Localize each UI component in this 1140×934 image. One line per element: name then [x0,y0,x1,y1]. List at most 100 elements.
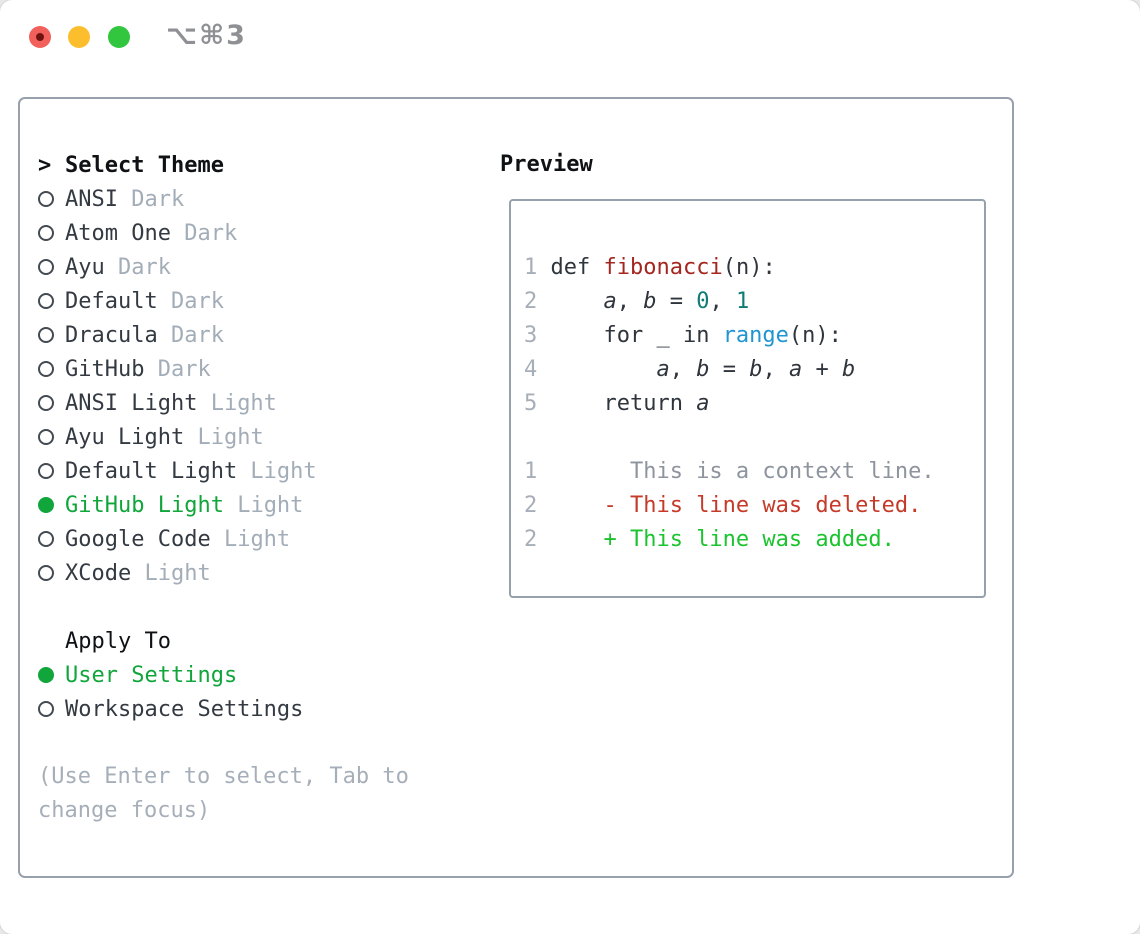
radio-selected-icon [38,667,65,683]
theme-variant-badge: Dark [170,220,238,246]
radio-unselected-icon [38,531,65,547]
code-line: 3 for _ in range(n): [524,319,978,353]
code-line: 5 return a [524,387,978,421]
theme-option-dracula[interactable]: Dracula Dark [38,318,409,352]
preview-heading: Preview [500,152,593,177]
code-segment-k: , [709,289,736,314]
radio-unselected-icon [38,701,65,717]
apply-to-option-label: User Settings [65,662,238,688]
apply-to-header: Apply To [38,624,409,658]
apply-to-option-label: Workspace Settings [65,696,304,722]
theme-option-label: ANSI Light [65,390,198,416]
theme-option-label: Dracula [65,322,158,348]
code-segment-var: b [749,357,763,382]
code-segment-k: = [709,357,750,382]
radio-unselected-icon [38,259,65,275]
theme-option-ayu[interactable]: Ayu Dark [38,250,409,284]
code-segment-num: 0 [696,289,710,314]
code-segment-ln: 2 [524,289,538,314]
theme-variant-badge: Dark [157,288,224,314]
code-segment-k [537,289,603,314]
code-segment-var: b [696,357,710,382]
code-segment-fn: fibonacci [603,255,723,280]
close-button[interactable] [29,26,51,48]
code-segment-ln: 2 [524,493,538,518]
close-dot-icon [36,33,44,41]
code-segment-var: a [656,357,670,382]
theme-option-ayu-light[interactable]: Ayu Light Light [38,420,409,454]
radio-unselected-icon [38,429,65,445]
theme-variant-badge: Light [210,526,291,552]
code-line: 2 a, b = 0, 1 [524,285,978,319]
theme-option-ansi-light[interactable]: ANSI Light Light [38,386,409,420]
theme-option-google-code[interactable]: Google Code Light [38,522,409,556]
code-segment-k: return [537,391,697,416]
code-segment-ln: 3 [524,323,538,348]
theme-variant-badge: Light [197,390,277,416]
radio-circle [38,701,54,717]
code-segment-k: + [802,357,842,382]
apply-to-title: Apply To [65,628,171,654]
code-segment-ln: 4 [524,357,538,382]
code-segment-ln: 2 [524,527,538,552]
radio-unselected-icon [38,463,65,479]
radio-circle [38,429,54,445]
code-segment-k: , [669,357,697,382]
theme-option-label: GitHub Light [65,492,224,518]
radio-unselected-icon [38,191,65,207]
code-segment-ln: 1 [524,255,538,280]
theme-option-label: Google Code [65,526,211,552]
radio-circle [38,463,54,479]
radio-circle [38,565,54,581]
code-line: 1 def fibonacci(n): [524,251,978,285]
radio-circle [38,191,54,207]
code-segment-k: for _ in [537,323,723,348]
window-title: ⌥⌘3 [166,20,247,51]
apply-to-option-user-settings[interactable]: User Settings [38,658,409,692]
theme-option-default-light[interactable]: Default Light Light [38,454,409,488]
theme-option-xcode[interactable]: XCode Light [38,556,409,590]
radio-circle [38,293,54,309]
code-segment-k: , [616,289,644,314]
theme-option-atom-one[interactable]: Atom One Dark [38,216,409,250]
theme-variant-badge: Light [131,560,211,586]
theme-variant-badge: Dark [104,254,171,280]
theme-option-github-light[interactable]: GitHub Light Light [38,488,409,522]
code-segment-var: b [643,289,657,314]
minimize-button[interactable] [68,26,90,48]
theme-variant-badge: Dark [157,322,224,348]
code-line: 1 This is a context line. [524,455,978,489]
apply-to-option-workspace-settings[interactable]: Workspace Settings [38,692,409,726]
keyboard-hint-line: (Use Enter to select, Tab to [38,764,409,789]
code-segment-var: a [788,357,803,382]
code-segment-k: (n): [722,255,776,280]
zoom-button[interactable] [108,26,130,48]
code-segment-var: a [603,289,617,314]
theme-option-label: Atom One [65,220,171,246]
radio-selected-icon [38,497,65,513]
radio-circle [38,497,54,513]
theme-option-default[interactable]: Default Dark [38,284,409,318]
code-segment-k: def [537,255,604,280]
spacer-row [38,726,409,760]
theme-option-label: Default [65,288,158,314]
code-line: 4 a, b = b, a + b [524,353,978,387]
radio-unselected-icon [38,565,65,581]
code-segment-k: (n): [788,323,842,348]
theme-list-title: Select Theme [65,152,224,178]
radio-unselected-icon [38,327,65,343]
spacer-row [38,590,409,624]
theme-option-ansi[interactable]: ANSI Dark [38,182,409,216]
code-segment-var: a [696,391,710,416]
theme-option-label: ANSI [65,186,118,212]
code-segment-ln: 1 [524,459,538,484]
radio-circle [38,361,54,377]
theme-option-github[interactable]: GitHub Dark [38,352,409,386]
theme-variant-badge: Light [223,492,304,518]
theme-option-label: XCode [65,560,132,586]
radio-circle [38,531,54,547]
code-segment-del: - This line was deleted. [537,493,922,518]
prompt-glyph: > [38,152,52,178]
